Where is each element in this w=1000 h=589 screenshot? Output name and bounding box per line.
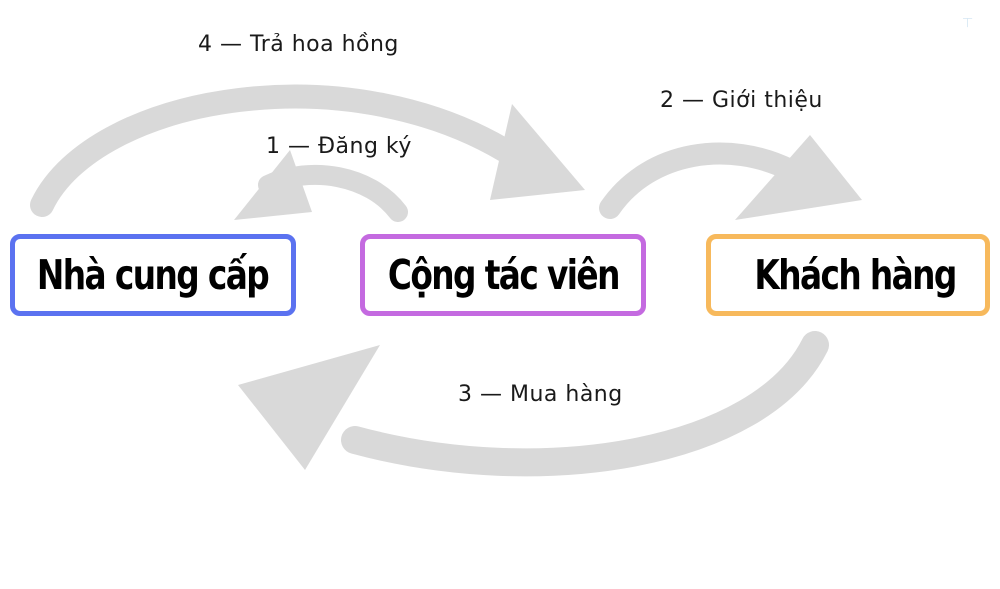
arrow-register-head [234, 150, 312, 220]
arrow-commission-head [490, 104, 585, 200]
node-customer: Khách hàng [706, 234, 990, 316]
step-commission-label: 4 — Trả hoa hồng [198, 32, 399, 57]
node-collaborator: Cộng tác viên [360, 234, 646, 316]
arrow-introduce [599, 142, 801, 219]
node-supplier: Nhà cung cấp [10, 234, 296, 316]
node-supplier-label: Nhà cung cấp [37, 250, 270, 299]
watermark-icon: ⊤ [962, 16, 974, 31]
node-customer-label: Khách hàng [754, 250, 957, 299]
step-introduce-label: 2 — Giới thiệu [660, 88, 823, 113]
node-collaborator-label: Cộng tác viên [387, 250, 621, 299]
step-purchase-label: 3 — Mua hàng [458, 382, 623, 407]
arrow-purchase [341, 331, 829, 477]
arrow-commission [30, 84, 532, 217]
arrow-purchase-head [238, 345, 380, 470]
arrow-introduce-head [735, 135, 862, 220]
step-register-label: 1 — Đăng ký [266, 134, 412, 159]
